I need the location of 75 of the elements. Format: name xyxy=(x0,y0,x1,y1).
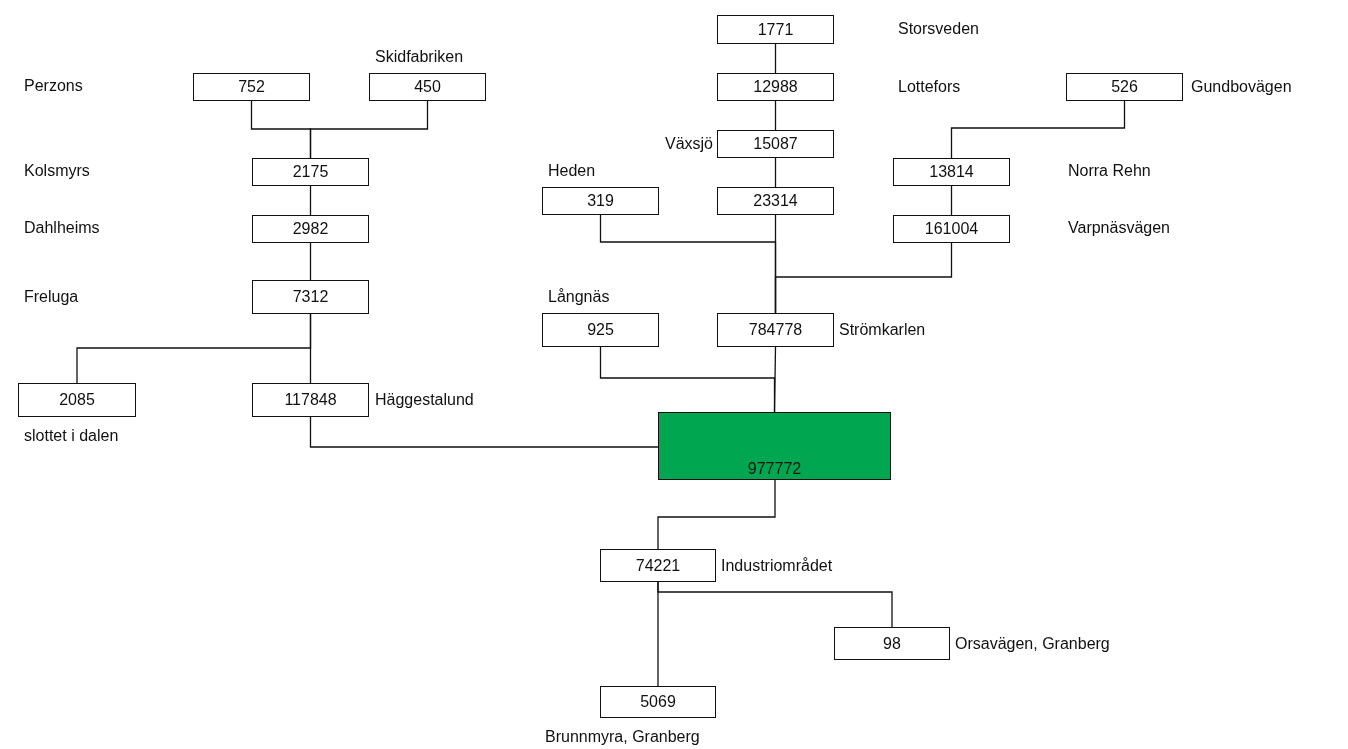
count-box xyxy=(252,383,369,417)
count-box xyxy=(834,627,950,660)
count-box xyxy=(252,158,369,186)
place-name: Storsveden xyxy=(898,21,979,37)
count-value: 74221 xyxy=(635,557,681,574)
count-value: 925 xyxy=(587,322,614,338)
count-box xyxy=(717,73,834,101)
connector-line xyxy=(774,43,777,74)
count-value: 98 xyxy=(883,635,901,652)
count-box xyxy=(600,686,716,718)
count-value: 161004 xyxy=(924,221,979,237)
connector-line xyxy=(657,479,776,550)
place-name: Strömkarlen xyxy=(839,322,926,338)
count-box xyxy=(252,280,369,314)
count-box xyxy=(717,187,834,215)
place-name: Lottefors xyxy=(898,79,961,95)
place-name: Växsjö xyxy=(664,136,713,152)
place-name: Industriområdet xyxy=(721,558,833,574)
connector-line xyxy=(774,100,777,131)
count-box xyxy=(893,158,1010,186)
count-value: 2175 xyxy=(292,164,329,180)
place-name: Långnäs xyxy=(548,289,610,305)
connector-line xyxy=(309,185,312,216)
place-name: Häggestalund xyxy=(375,392,474,408)
count-value: 7312 xyxy=(292,289,329,305)
count-value: 23314 xyxy=(753,193,798,209)
count-value: 5069 xyxy=(640,694,676,710)
count-box xyxy=(252,215,369,243)
count-box xyxy=(893,215,1010,243)
count-value: 784778 xyxy=(748,322,803,338)
count-value: 2085 xyxy=(59,392,95,408)
connector-line xyxy=(774,242,953,314)
count-box xyxy=(717,313,834,347)
count-value: 12988 xyxy=(753,79,798,95)
connector-line xyxy=(950,100,1126,159)
count-value: 752 xyxy=(238,79,265,95)
count-box xyxy=(542,187,659,215)
place-name: Heden xyxy=(548,163,596,179)
connector-line xyxy=(309,242,312,281)
place-name: Gundbovägen xyxy=(1191,79,1292,95)
place-name: Varpnäsvägen xyxy=(1068,220,1170,236)
connector-line xyxy=(657,581,893,628)
count-box xyxy=(600,549,716,582)
connector-line xyxy=(774,157,777,188)
count-box xyxy=(369,73,486,101)
count-value: 15087 xyxy=(753,136,798,152)
count-value: 13814 xyxy=(929,164,974,180)
place-name: Brunnmyra, Granberg xyxy=(545,729,700,745)
count-box xyxy=(542,313,659,347)
place-name: Norra Rehn xyxy=(1068,163,1151,179)
place-name: Orsavägen, Granberg xyxy=(955,636,1110,652)
total-box xyxy=(658,412,891,480)
place-name: Kolsmyrs xyxy=(24,163,90,179)
count-box xyxy=(18,383,136,417)
count-box xyxy=(1066,73,1183,101)
count-box xyxy=(717,15,834,44)
place-name: Perzons xyxy=(24,78,83,94)
connector-line xyxy=(309,100,429,159)
place-name: slottet i dalen xyxy=(24,428,119,444)
count-value: 2982 xyxy=(292,221,329,237)
count-value: 977772 xyxy=(747,461,802,477)
count-value: 117848 xyxy=(284,392,337,408)
connector-line xyxy=(309,313,312,384)
connector-line xyxy=(950,185,953,216)
count-box xyxy=(193,73,310,101)
count-value: 450 xyxy=(414,79,441,95)
connector-line xyxy=(309,416,659,448)
count-value: 1771 xyxy=(757,21,794,38)
count-box xyxy=(717,130,834,158)
count-value: 526 xyxy=(1111,79,1138,95)
place-name: Dahlheims xyxy=(24,220,100,236)
connector-line xyxy=(773,346,777,413)
place-name: Skidfabriken xyxy=(375,49,464,65)
count-value: 319 xyxy=(587,193,614,209)
place-name: Freluga xyxy=(24,289,79,305)
